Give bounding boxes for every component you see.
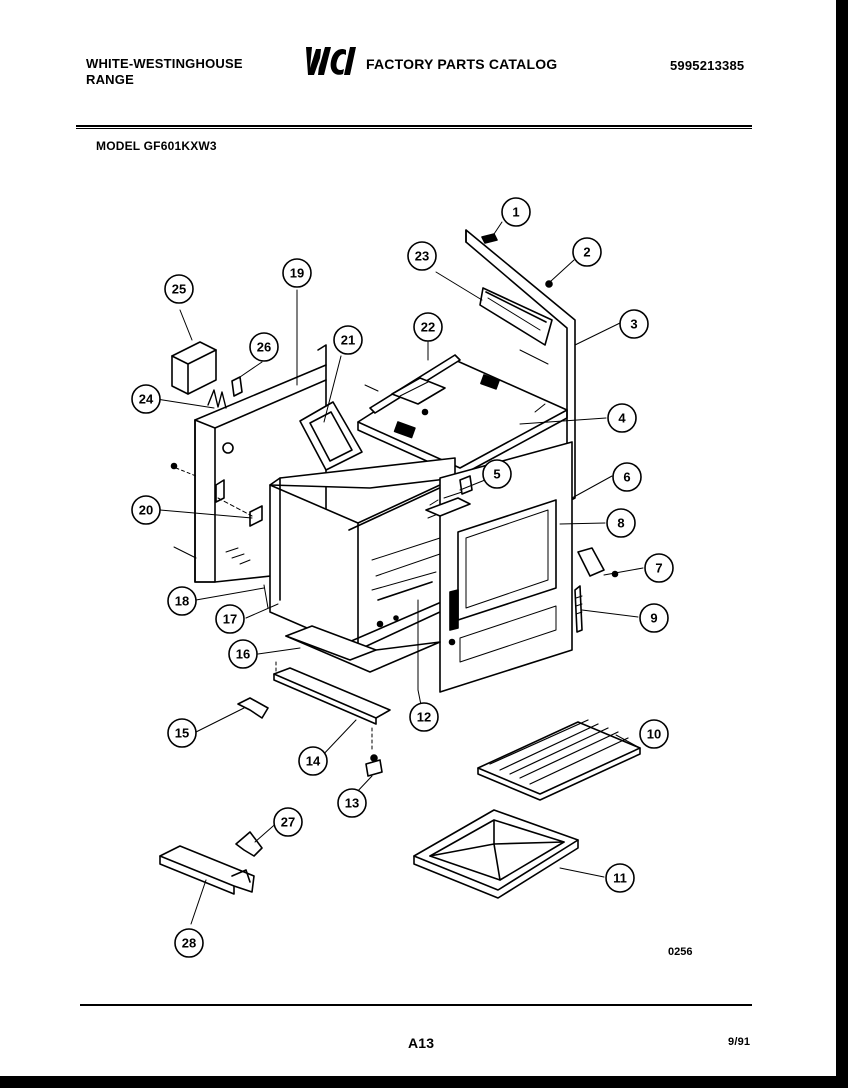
part-oven-rack bbox=[477, 719, 641, 801]
callout-label: 24 bbox=[139, 392, 154, 407]
callout-19: 19 bbox=[282, 258, 312, 288]
part-block bbox=[231, 376, 243, 397]
callout-20: 20 bbox=[131, 495, 161, 525]
callout-label: 14 bbox=[306, 754, 321, 769]
part-slide-clip bbox=[237, 697, 269, 719]
part-door-hinge bbox=[577, 547, 619, 578]
revision-date: 9/91 bbox=[728, 1036, 751, 1048]
catalog-title: FACTORY PARTS CATALOG bbox=[366, 56, 558, 72]
callout-8: 8 bbox=[606, 508, 636, 538]
part-vent-duct bbox=[299, 401, 363, 471]
callout-label: 2 bbox=[583, 245, 590, 260]
brand-block: WHITE-WESTINGHOUSE RANGE bbox=[86, 56, 243, 88]
callout-23: 23 bbox=[407, 241, 437, 271]
part-spring bbox=[207, 389, 227, 409]
footer-rule bbox=[80, 1004, 752, 1006]
callout-label: 19 bbox=[290, 266, 304, 281]
part-lower-channel bbox=[273, 661, 391, 753]
callout-10: 10 bbox=[639, 719, 669, 749]
callout-label: 10 bbox=[647, 727, 661, 742]
callout-label: 8 bbox=[617, 516, 624, 531]
callout-label: 16 bbox=[236, 647, 250, 662]
callout-12: 12 bbox=[409, 702, 439, 732]
bottom-border bbox=[0, 1076, 848, 1088]
callout-label: 5 bbox=[493, 467, 500, 482]
part-leveler bbox=[365, 754, 383, 777]
callout-5: 5 bbox=[482, 459, 512, 489]
callout-label: 3 bbox=[630, 317, 637, 332]
callout-label: 26 bbox=[257, 340, 271, 355]
part-burner-bracket bbox=[364, 354, 461, 416]
callout-22: 22 bbox=[413, 312, 443, 342]
callout-26: 26 bbox=[249, 332, 279, 362]
callout-label: 13 bbox=[345, 796, 359, 811]
model-number: MODEL GF601KXW3 bbox=[96, 139, 217, 153]
callout-24: 24 bbox=[131, 384, 161, 414]
callout-label: 9 bbox=[650, 611, 657, 626]
header-rule bbox=[76, 125, 752, 129]
callout-18: 18 bbox=[167, 586, 197, 616]
callout-label: 23 bbox=[415, 249, 429, 264]
callout-label: 4 bbox=[618, 411, 626, 426]
drawing-code: 0256 bbox=[668, 946, 693, 958]
part-hinge-spring bbox=[574, 585, 583, 633]
catalog-part-number: 5995213385 bbox=[670, 58, 745, 73]
callout-label: 17 bbox=[223, 612, 237, 627]
callout-label: 7 bbox=[655, 561, 662, 576]
callout-2: 2 bbox=[572, 237, 602, 267]
callout-11: 11 bbox=[605, 863, 635, 893]
callout-label: 22 bbox=[421, 320, 435, 335]
callout-label: 20 bbox=[139, 503, 153, 518]
callout-label: 25 bbox=[172, 282, 186, 297]
part-handle-bracket bbox=[235, 831, 263, 857]
page-label: A13 bbox=[408, 1035, 435, 1051]
part-screw bbox=[545, 280, 553, 288]
callout-1: 1 bbox=[501, 197, 531, 227]
callout-3: 3 bbox=[619, 309, 649, 339]
callout-16: 16 bbox=[228, 639, 258, 669]
part-side-bracket bbox=[217, 497, 263, 527]
callout-14: 14 bbox=[298, 746, 328, 776]
part-oven-liner bbox=[263, 457, 456, 651]
brand-name: WHITE-WESTINGHOUSE bbox=[86, 56, 243, 71]
right-border bbox=[836, 0, 848, 1088]
part-clip bbox=[481, 233, 498, 244]
part-vent-bracket bbox=[171, 341, 217, 395]
callout-13: 13 bbox=[337, 788, 367, 818]
callout-label: 15 bbox=[175, 726, 189, 741]
callout-25: 25 bbox=[164, 274, 194, 304]
callout-layer: 1 2 3 4 5 6 7 8 9 10 11 12 13 14 15 16 1… bbox=[131, 197, 674, 958]
callout-label: 11 bbox=[613, 871, 627, 886]
callout-21: 21 bbox=[333, 325, 363, 355]
part-burner bbox=[425, 475, 473, 517]
callout-9: 9 bbox=[639, 603, 669, 633]
wci-logo bbox=[306, 47, 356, 75]
part-broiler-pan bbox=[413, 809, 579, 899]
callout-label: 6 bbox=[623, 470, 630, 485]
part-broiler-drawer-bottom bbox=[285, 625, 441, 673]
callout-4: 4 bbox=[607, 403, 637, 433]
callout-label: 27 bbox=[281, 815, 295, 830]
product-type: RANGE bbox=[86, 72, 134, 87]
callout-label: 12 bbox=[417, 710, 431, 725]
callout-17: 17 bbox=[215, 604, 245, 634]
callout-label: 1 bbox=[512, 205, 519, 220]
callout-7: 7 bbox=[644, 553, 674, 583]
callout-label: 28 bbox=[182, 936, 196, 951]
callout-15: 15 bbox=[167, 718, 197, 748]
callout-27: 27 bbox=[273, 807, 303, 837]
callout-label: 18 bbox=[175, 594, 189, 609]
callout-6: 6 bbox=[612, 462, 642, 492]
part-handle bbox=[159, 845, 255, 895]
callout-label: 21 bbox=[341, 333, 355, 348]
callout-28: 28 bbox=[174, 928, 204, 958]
exploded-parts-diagram: 1 2 3 4 5 6 7 8 9 10 11 12 13 14 15 16 1… bbox=[131, 197, 674, 958]
